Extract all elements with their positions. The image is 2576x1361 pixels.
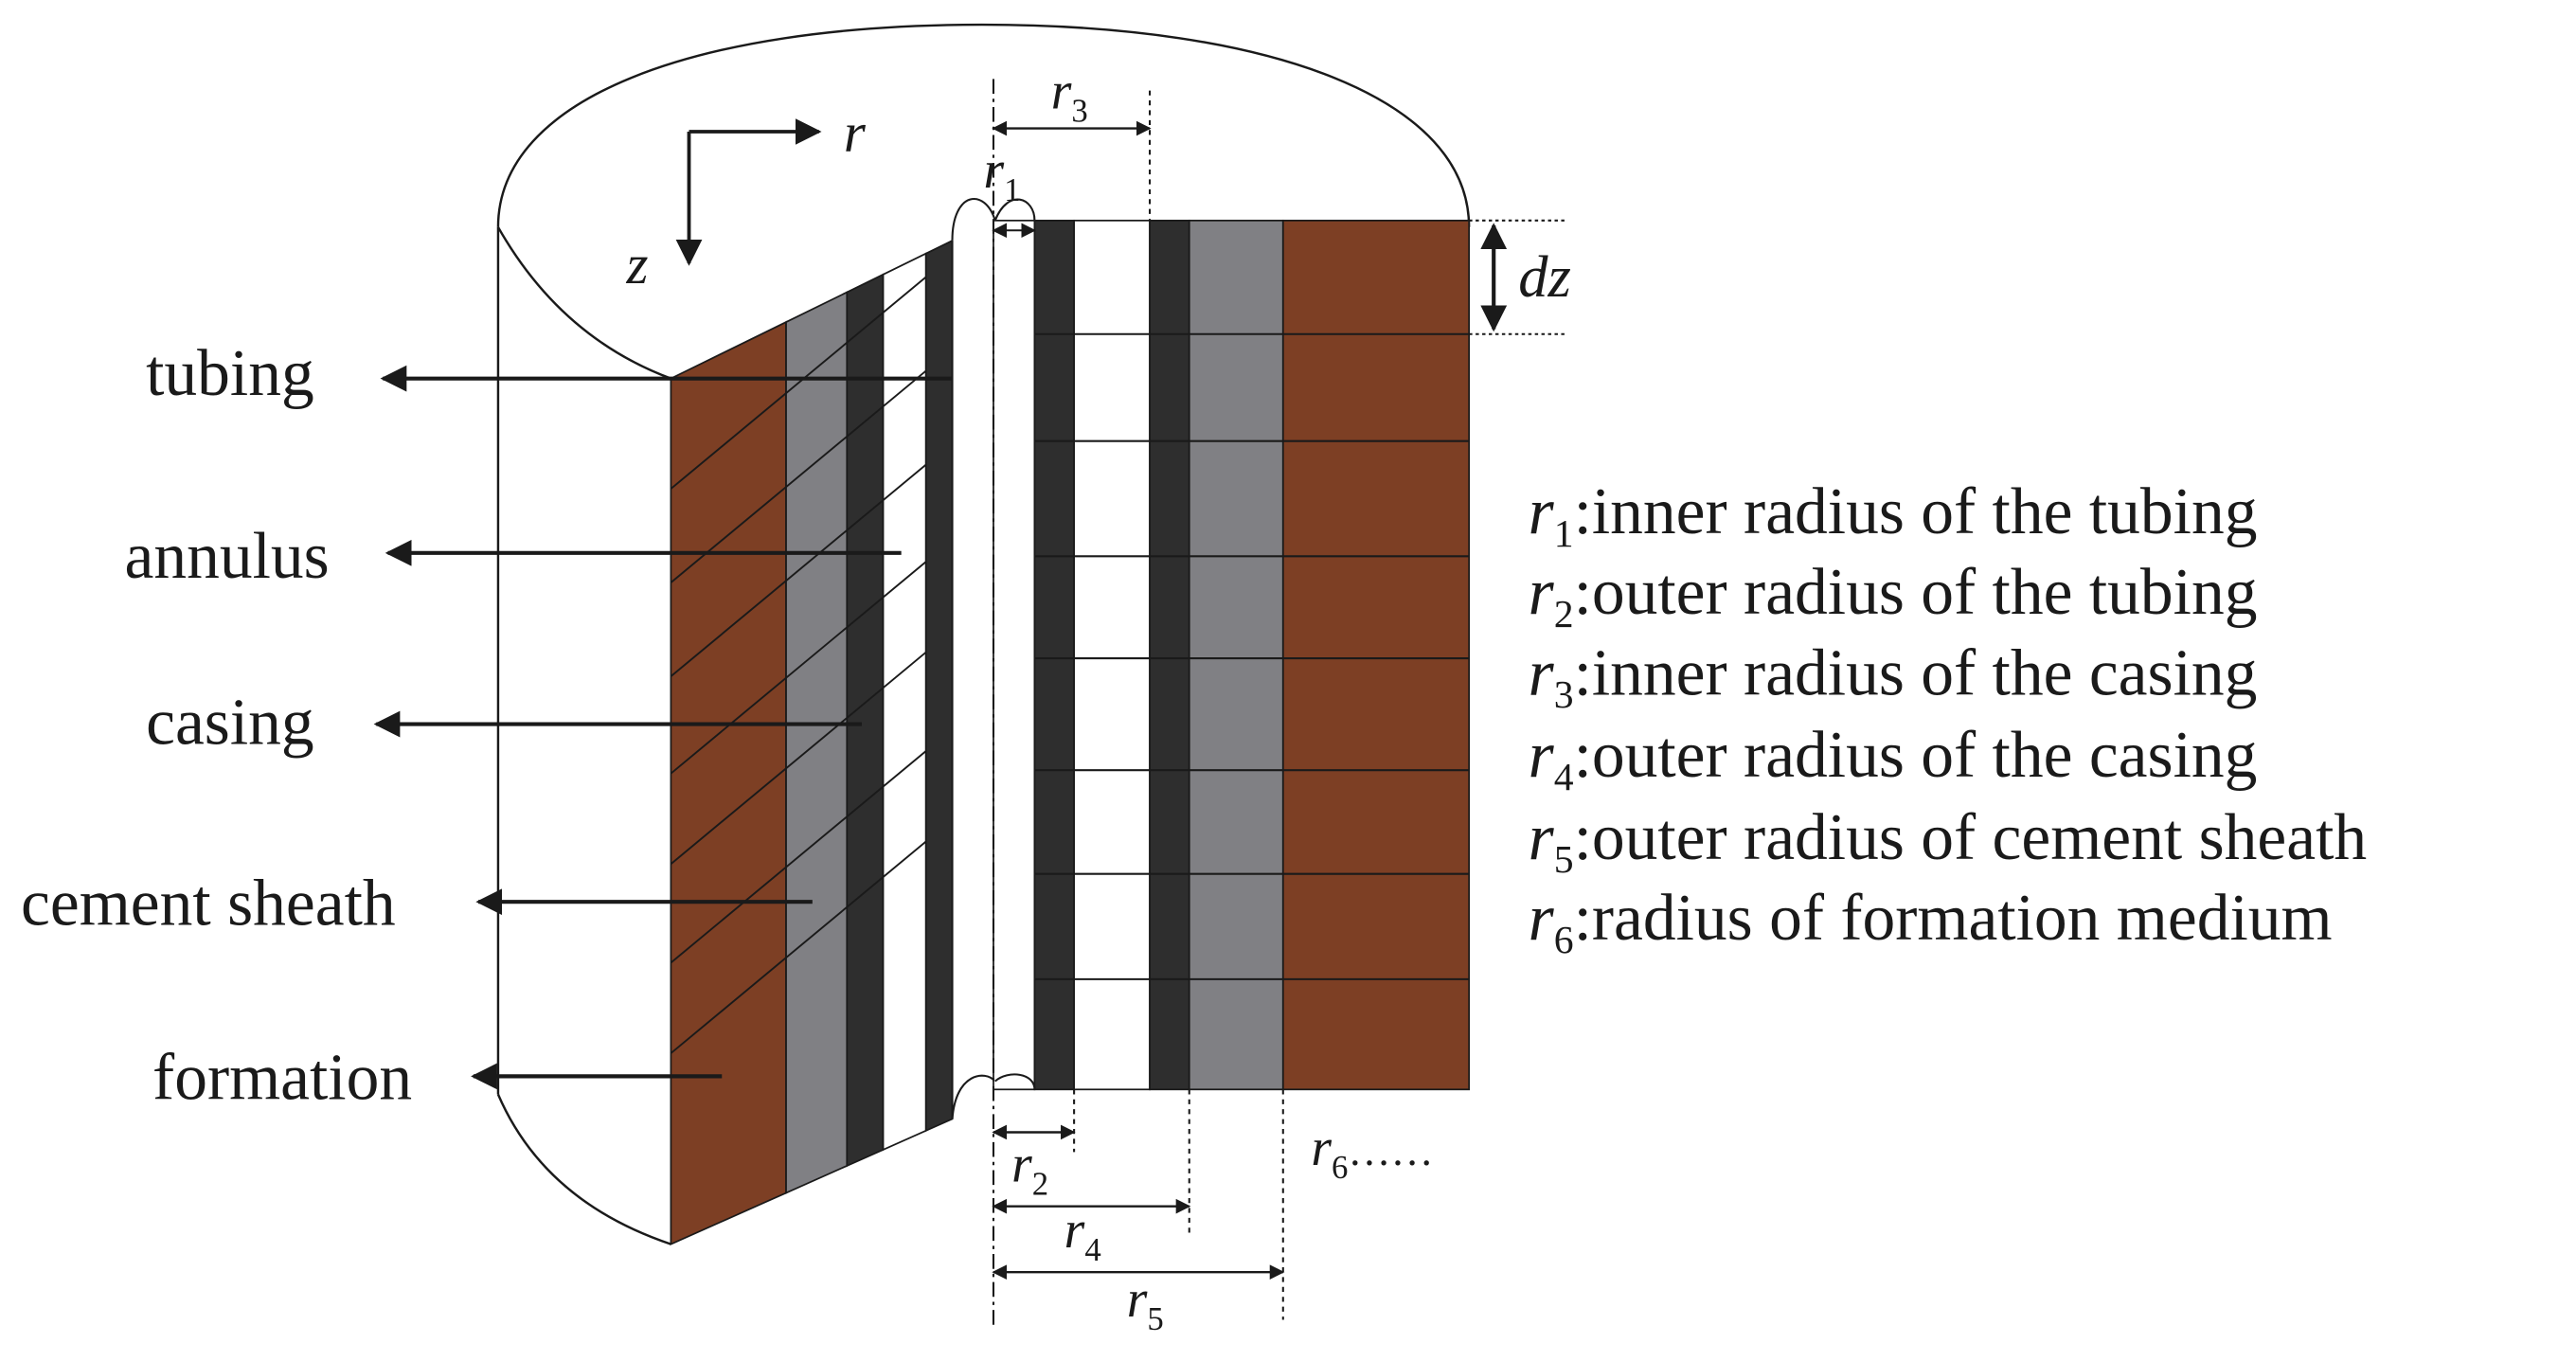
oblique-band-casing-wall — [846, 273, 885, 1168]
radius-legend: r1:inner radius of the tubing r2:outer r… — [1529, 475, 2367, 962]
legend-r1: r1:inner radius of the tubing — [1529, 475, 2258, 556]
z-axis-label: z — [625, 233, 648, 295]
front-face — [993, 198, 1471, 1091]
r5-label: r5 — [1127, 1270, 1164, 1337]
front-band-tubing-wall — [1033, 219, 1075, 1091]
oblique-grid-line — [670, 463, 927, 677]
label-tubing: tubing — [146, 337, 314, 410]
legend-r2: r2:outer radius of the tubing — [1529, 556, 2258, 636]
cylinder — [496, 23, 1471, 1245]
front-band-annulus — [1073, 219, 1151, 1091]
cylinder-top-ellipse — [496, 23, 1471, 227]
label-annulus: annulus — [125, 520, 330, 593]
label-cement-sheath: cement sheath — [21, 868, 396, 940]
oblique-grid-line — [670, 276, 927, 490]
r3-label: r3 — [1051, 63, 1088, 130]
front-band-tubing-bore — [993, 219, 1036, 1091]
oblique-band-tubing-wall — [924, 239, 954, 1133]
radius-labels: r3 r1 r2 r4 r5 r6…… — [984, 63, 1434, 1337]
oblique-grid-line — [670, 651, 927, 865]
oblique-grid-line — [670, 369, 927, 583]
oblique-face — [670, 198, 996, 1245]
right-inner-wall — [993, 198, 1036, 1090]
front-band-formation — [1281, 219, 1471, 1091]
legend-r6: r6:radius of formation medium — [1529, 882, 2333, 962]
r-axis-label: r — [844, 101, 867, 164]
r2-label: r2 — [1011, 1136, 1048, 1203]
oblique-grid-line — [670, 750, 927, 964]
oblique-grid-line — [670, 840, 927, 1054]
legend-r3: r3:inner radius of the casing — [1529, 636, 2258, 717]
r4-label: r4 — [1064, 1201, 1101, 1268]
front-band-casing-wall — [1149, 219, 1190, 1091]
bottom-arc — [496, 1094, 671, 1245]
dimension-guides — [992, 79, 1565, 1330]
dz-label: dz — [1518, 243, 1571, 310]
oblique-grid-line — [670, 561, 927, 775]
top-cut-edge — [496, 226, 671, 380]
component-callouts: tubing annulus casing cement sheath form… — [21, 337, 953, 1115]
label-formation: formation — [152, 1042, 412, 1115]
coordinate-axes: r z dz — [625, 101, 1570, 310]
r1-label: r1 — [984, 141, 1021, 208]
legend-r5: r5:outer radius of cement sheath — [1529, 801, 2367, 882]
label-casing: casing — [146, 686, 314, 759]
r6-label: r6…… — [1311, 1119, 1433, 1186]
left-inner-wall — [951, 198, 996, 1119]
front-band-cement-sheath — [1188, 219, 1284, 1091]
legend-r4: r4:outer radius of the casing — [1529, 719, 2258, 799]
